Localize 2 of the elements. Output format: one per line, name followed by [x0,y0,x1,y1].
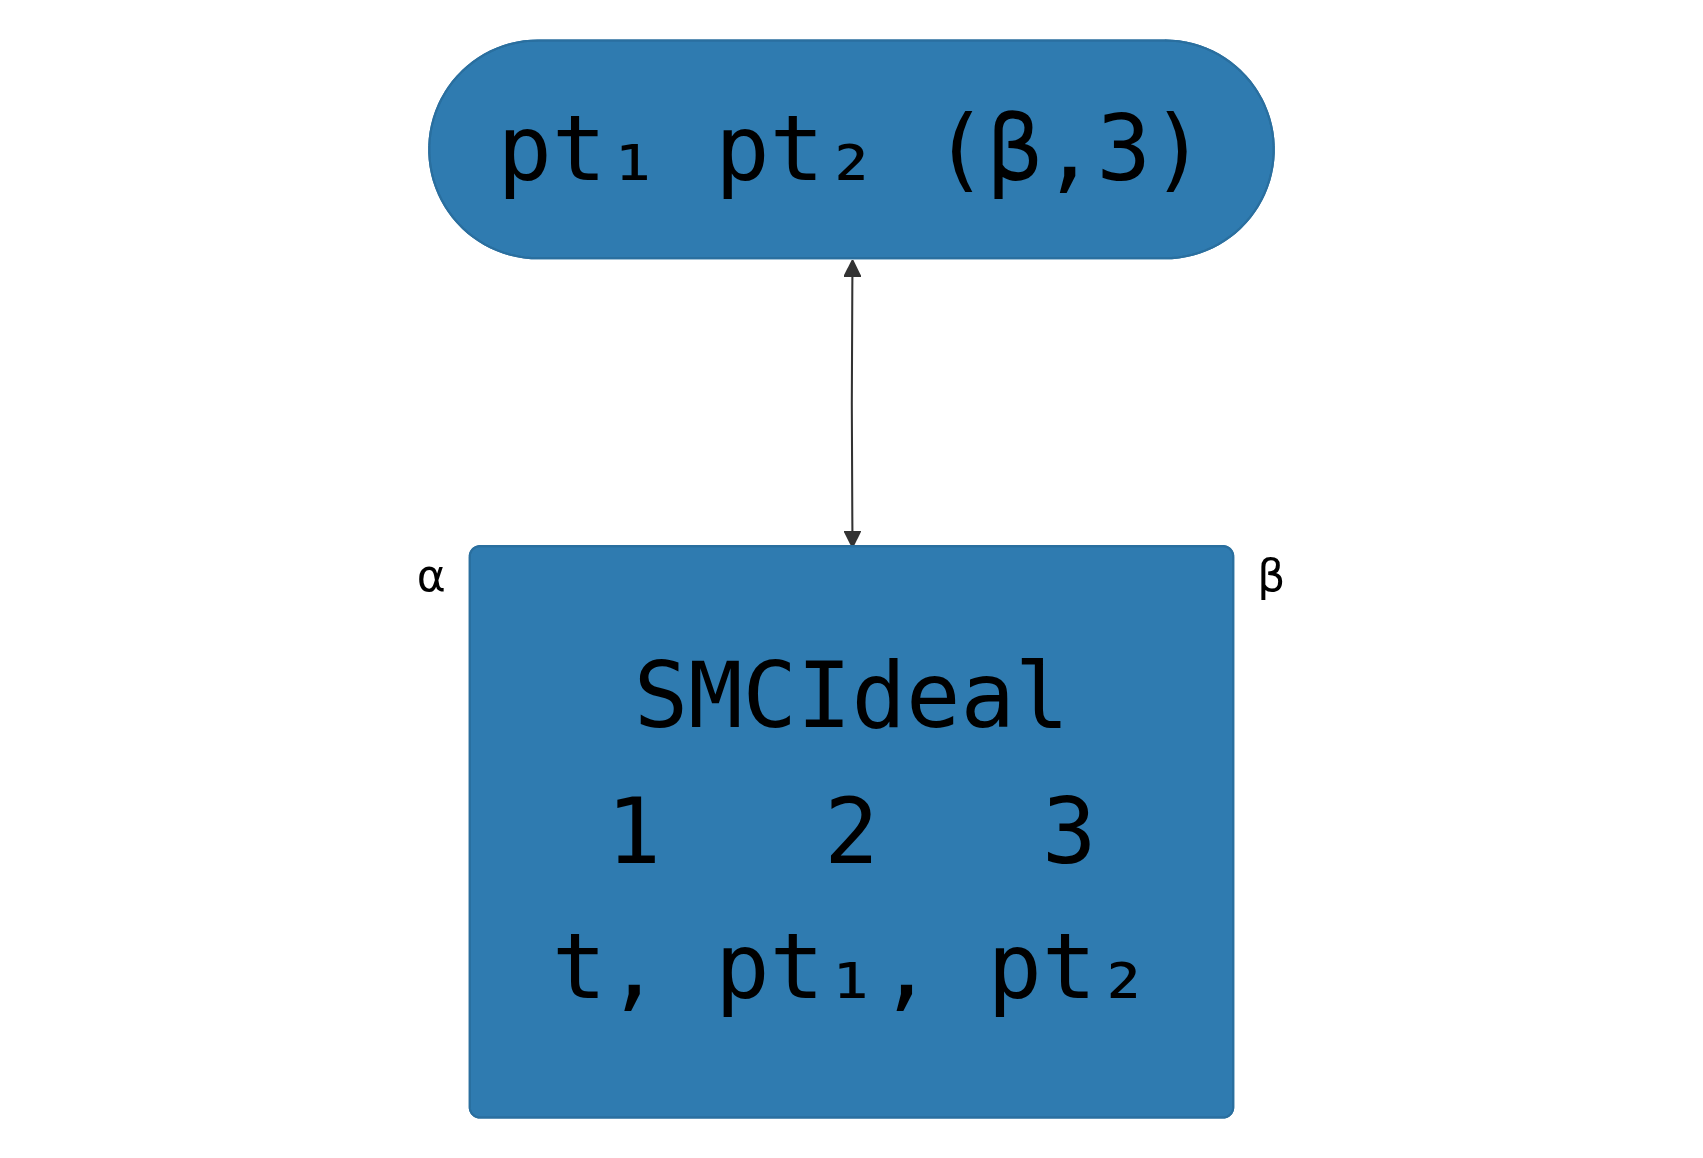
side-label: β [1257,550,1286,602]
side-label: α [416,550,446,602]
